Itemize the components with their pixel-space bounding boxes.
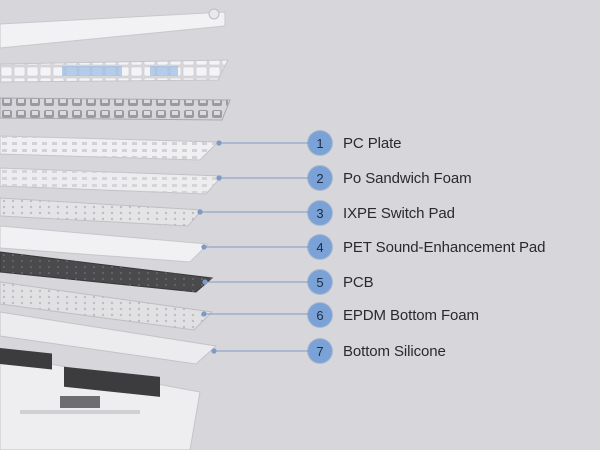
layer-label-epdm-foam: 6 EPDM Bottom Foam [308,303,479,327]
layer-number-badge: 5 [308,270,332,294]
layer-label-pc-plate: 1 PC Plate [308,131,402,155]
layer-number-badge: 7 [308,339,332,363]
layer-number-badge: 4 [308,235,332,259]
leader-anchor-dot [197,209,203,215]
accent-keycaps [62,66,122,76]
pc-plate-cutouts [0,136,218,160]
pet-pad-layer [0,225,210,263]
case-hardware [60,396,100,408]
leader-anchor-dot [216,140,222,146]
layer-name: PC Plate [343,134,402,152]
layer-number-badge: 1 [308,131,332,155]
bottom-silicone-layer [0,311,218,365]
layer-label-ixpe-switch-pad: 3 IXPE Switch Pad [308,201,455,225]
layer-name: Bottom Silicone [343,342,446,360]
layer-name: Po Sandwich Foam [343,169,472,187]
layer-label-bottom-silicone: 7 Bottom Silicone [308,339,446,363]
top-case-knob [208,8,220,20]
pcb-dots [0,252,212,292]
leader-anchor-dot [201,244,207,250]
accent-keycaps [150,66,178,76]
case-hardware [20,410,140,414]
leader-anchor-dot [216,175,222,181]
leader-anchor-dot [201,311,207,317]
layer-name: IXPE Switch Pad [343,204,455,222]
layer-number-badge: 2 [308,166,332,190]
leader-anchor-dot [202,279,208,285]
switches-layer [0,97,231,121]
leader-anchor-dot [211,348,217,354]
leader-lines [197,140,308,354]
case-foam-block [0,348,52,370]
layer-label-pcb: 5 PCB [308,270,374,294]
layer-name: EPDM Bottom Foam [343,306,479,324]
case-foam-block [64,366,160,397]
layer-name: PCB [343,273,374,291]
layer-label-sandwich-foam: 2 Po Sandwich Foam [308,166,472,190]
layer-label-pet-pad: 4 PET Sound-Enhancement Pad [308,235,545,259]
ixpe-pad-dots [0,198,202,226]
layer-number-badge: 6 [308,303,332,327]
top-case [0,11,226,49]
epdm-foam-dots [0,282,212,330]
layer-name: PET Sound-Enhancement Pad [343,238,546,256]
sandwich-foam-holes [0,168,222,194]
layer-number-badge: 3 [308,201,332,225]
